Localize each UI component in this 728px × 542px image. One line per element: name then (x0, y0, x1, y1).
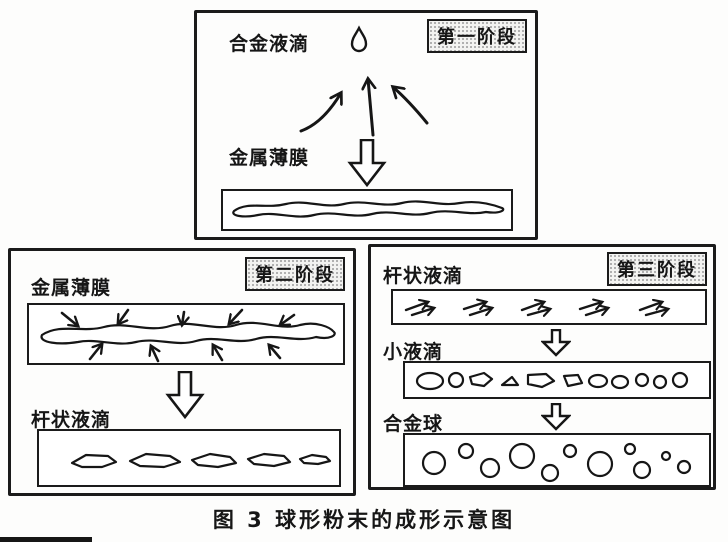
small-droplet-label: 小液滴 (383, 341, 444, 363)
stage1-panel: 合金液滴 第一阶段 金属薄膜 (194, 10, 538, 240)
metal-film-label-2: 金属薄膜 (31, 277, 112, 299)
metal-film-drawing (232, 200, 505, 218)
stage1-badge: 第一阶段 (427, 19, 527, 53)
rod-droplet-label-3: 杆状液滴 (383, 265, 464, 287)
stage3-down-arrow-icon-1 (541, 329, 571, 357)
droplet-icon (350, 25, 368, 53)
stage1-down-arrow-icon (347, 139, 387, 187)
scan-artifact (0, 537, 92, 542)
stage2-badge: 第二阶段 (245, 257, 345, 291)
metal-film-label-1: 金属薄膜 (229, 147, 310, 169)
film-press-box (27, 303, 345, 365)
alloy-sphere-drawing (421, 442, 692, 483)
rod-droplet-drawing (70, 452, 332, 469)
rod-break-drawing (404, 293, 702, 321)
rod-droplet-box (37, 429, 341, 487)
figure-caption: 图 3 球形粉末的成形示意图 (212, 508, 516, 532)
up-arrows-icon (299, 59, 429, 137)
alloy-sphere-box (403, 433, 711, 487)
small-droplet-drawing (415, 371, 689, 391)
alloy-sphere-label: 合金球 (383, 413, 444, 435)
small-droplet-box (403, 361, 711, 399)
stage2-down-arrow-icon (165, 371, 205, 419)
film-box-1 (221, 189, 513, 231)
alloy-droplet-label: 合金液滴 (229, 33, 310, 55)
stage2-panel: 第二阶段 金属薄膜 (8, 248, 356, 496)
stage3-badge: 第三阶段 (607, 252, 707, 286)
rod-break-box (391, 289, 707, 325)
film-press-drawing (40, 308, 336, 363)
stage3-down-arrow-icon-2 (541, 403, 571, 431)
stage3-panel: 第三阶段 杆状液滴 (368, 244, 716, 490)
rod-droplet-label-2: 杆状液滴 (31, 409, 112, 431)
